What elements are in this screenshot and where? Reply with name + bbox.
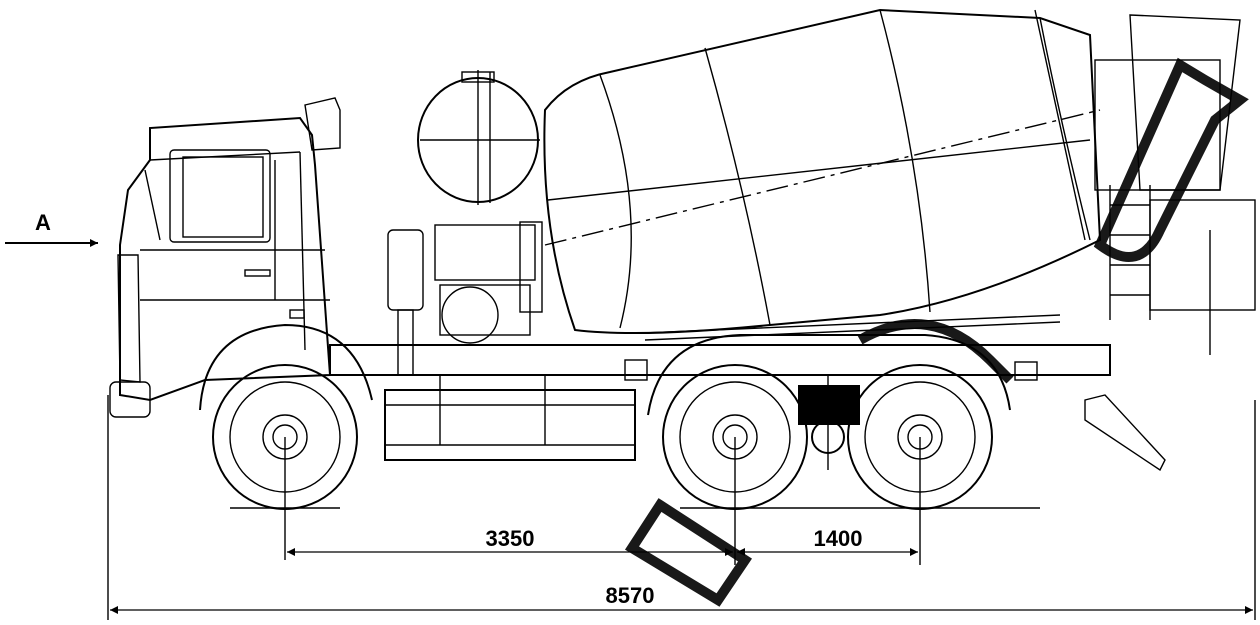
suspension [798,375,860,470]
chassis-frame [329,314,1111,461]
water-tank [417,70,540,205]
view-label: A [35,210,51,235]
drive-unit [387,221,543,376]
mixer-drum [543,8,1102,335]
cab [109,97,341,418]
dimension-1400-label: 1400 [814,526,863,551]
dimension-8570-label: 8570 [606,583,655,608]
extension-lines [107,395,1256,620]
watermark [624,57,1249,607]
dimension-3350-label: 3350 [486,526,535,551]
view-arrow-a: A [5,210,98,247]
dimension-wheelbase-front: 3350 [287,526,733,556]
dimension-wheelbase-rear: 1400 [737,526,918,556]
dimension-overall-length: 8570 [110,583,1253,614]
wheel-arches [199,323,1011,416]
